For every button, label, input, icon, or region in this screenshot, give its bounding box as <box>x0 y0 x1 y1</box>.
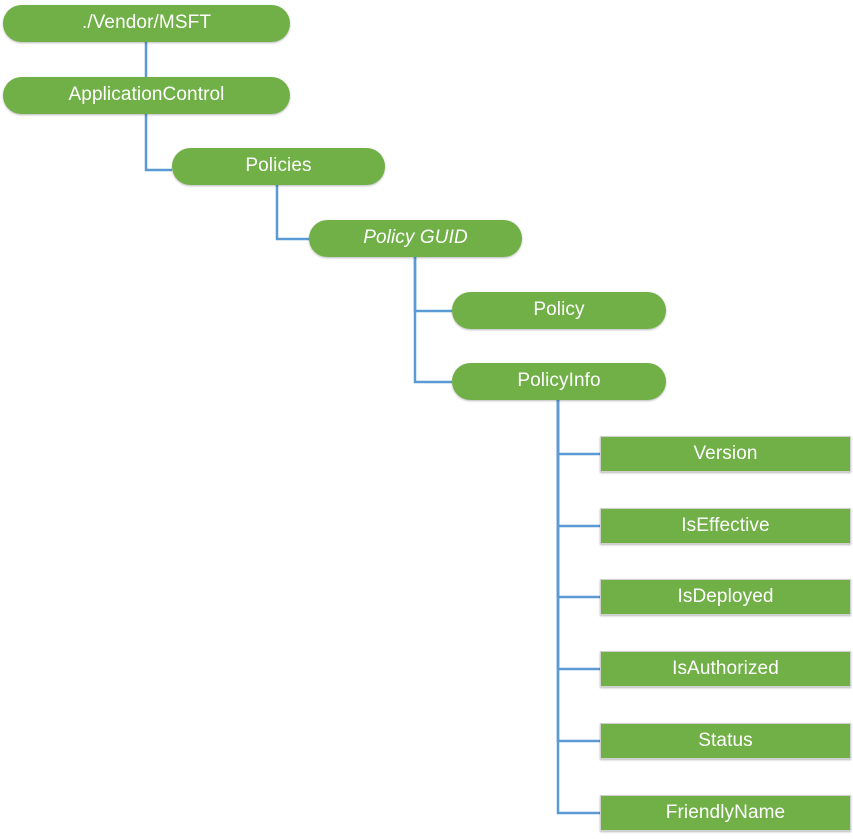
connector-policyinfo-to-version <box>556 400 600 456</box>
node-label-application-control: ApplicationControl <box>68 84 225 106</box>
node-vendor-msft[interactable]: ./Vendor/MSFT <box>3 5 290 42</box>
node-label-vendor-msft: ./Vendor/MSFT <box>81 12 212 34</box>
node-label-version: Version <box>693 442 758 464</box>
connector-policies-to-policyguid <box>275 185 309 241</box>
node-application-control[interactable]: ApplicationControl <box>3 77 290 114</box>
node-label-policy-info: PolicyInfo <box>517 370 601 392</box>
node-is-authorized[interactable]: IsAuthorized <box>600 651 851 687</box>
connector-appcontrol-to-policies <box>144 114 172 172</box>
connector-policyinfo-to-iseffective <box>556 400 600 528</box>
node-label-is-deployed: IsDeployed <box>677 585 774 607</box>
node-label-policy-guid: Policy GUID <box>363 227 468 249</box>
node-is-deployed[interactable]: IsDeployed <box>600 579 851 615</box>
node-policy-guid[interactable]: Policy GUID <box>309 220 522 257</box>
node-status[interactable]: Status <box>600 723 851 759</box>
node-label-is-effective: IsEffective <box>681 514 770 536</box>
node-label-is-authorized: IsAuthorized <box>672 657 779 679</box>
node-label-policies: Policies <box>245 155 312 177</box>
node-friendly-name[interactable]: FriendlyName <box>600 795 851 831</box>
connector-policyinfo-to-isdeployed <box>556 400 600 599</box>
node-policy[interactable]: Policy <box>452 292 666 329</box>
node-label-status: Status <box>698 729 753 751</box>
connector-policyinfo-to-isauthorized <box>556 400 600 671</box>
connector-policyinfo-to-status <box>556 400 600 743</box>
connector-policyinfo-to-friendlyname <box>556 400 600 815</box>
connector-policyguid-to-policyinfo <box>413 257 452 384</box>
node-policy-info[interactable]: PolicyInfo <box>452 363 666 400</box>
node-version[interactable]: Version <box>600 436 851 472</box>
node-label-friendly-name: FriendlyName <box>665 801 786 823</box>
node-policies[interactable]: Policies <box>172 148 385 185</box>
node-is-effective[interactable]: IsEffective <box>600 508 851 544</box>
node-label-policy: Policy <box>533 299 585 321</box>
connector-policyguid-to-policy <box>413 257 452 313</box>
